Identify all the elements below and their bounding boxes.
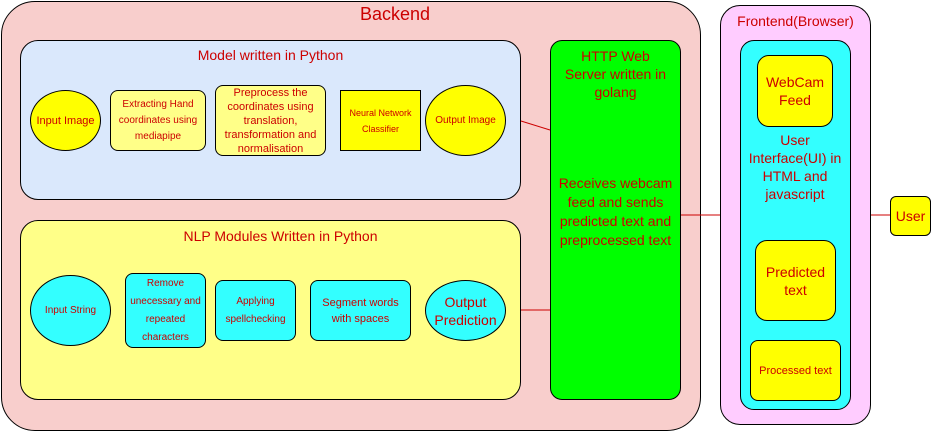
segment-words-node: Segment words with spaces bbox=[310, 280, 411, 341]
classifier-node: Neural Network Classifier bbox=[340, 90, 421, 151]
input-image-node: Input Image bbox=[30, 90, 101, 151]
nlp-section-title: NLP Modules Written in Python bbox=[183, 228, 378, 244]
ui-description: User Interface(UI) in HTML and javascrip… bbox=[748, 132, 842, 202]
input-string-node: Input String bbox=[30, 275, 111, 346]
wire-model-to-server bbox=[520, 120, 551, 131]
output-image-node: Output Image bbox=[425, 85, 506, 156]
http-server-description: Receives webcam feed and sends predicted… bbox=[558, 175, 673, 248]
webcam-feed-node: WebCam Feed bbox=[757, 55, 833, 127]
processed-text-node: Processed text bbox=[750, 340, 841, 401]
backend-title: Backend bbox=[359, 4, 431, 24]
preprocess-node: Preprocess the coordinates using transla… bbox=[215, 85, 326, 156]
remove-characters-node: Remove unecessary and repeated character… bbox=[125, 273, 206, 348]
spellcheck-node: Applying spellchecking bbox=[215, 280, 296, 341]
http-server-title: HTTP Web Server written in golang bbox=[564, 48, 667, 100]
frontend-title: Frontend(Browser) bbox=[737, 13, 854, 29]
extract-coordinates-node: Extracting Hand coordinates using mediap… bbox=[110, 90, 206, 151]
output-prediction-node: Output Prediction bbox=[425, 280, 506, 341]
predicted-text-node: Predicted text bbox=[755, 240, 836, 321]
user-node: User bbox=[890, 196, 931, 236]
http-server-box bbox=[550, 40, 681, 400]
model-section-title: Model written in Python bbox=[197, 47, 344, 63]
